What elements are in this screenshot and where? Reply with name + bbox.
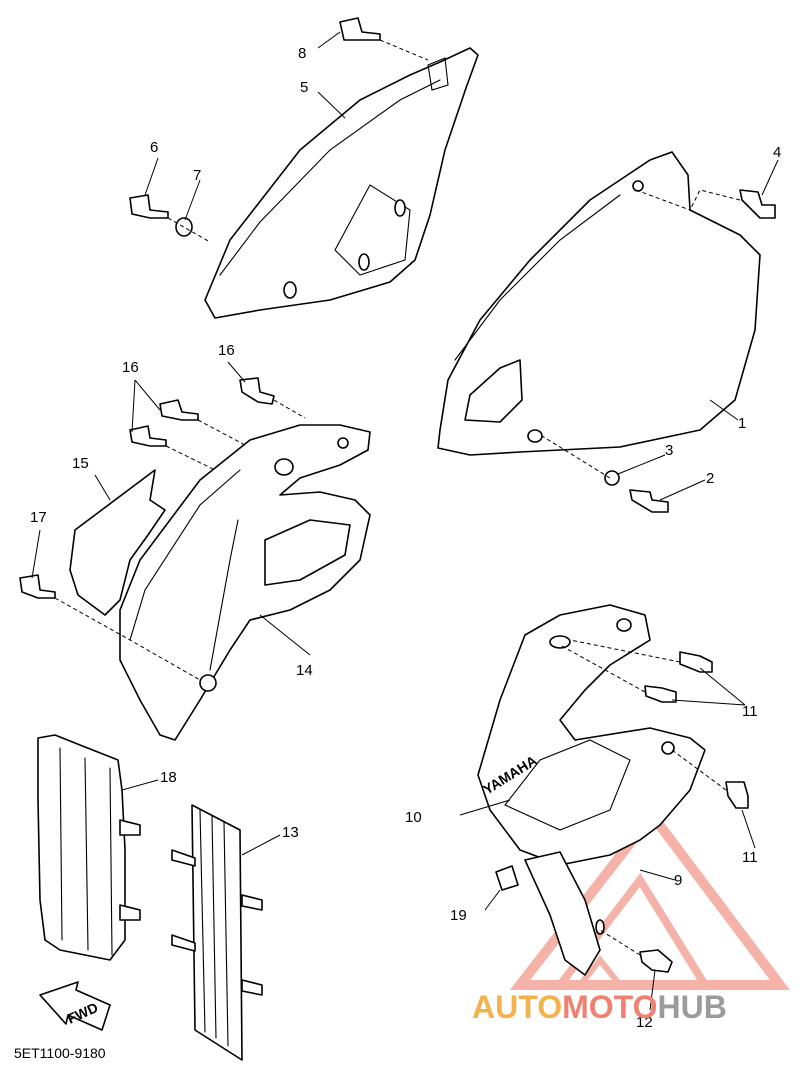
callout-12: 12 — [636, 1014, 653, 1031]
bolt-icon — [129, 425, 167, 447]
callout-4: 4 — [773, 144, 781, 161]
radiator-guard-left — [37, 734, 141, 961]
bolt-icon — [159, 399, 199, 421]
watermark-auto: AUTO — [472, 989, 562, 1025]
callout-16-left: 16 — [122, 359, 139, 376]
callout-15: 15 — [72, 455, 89, 472]
damper-sheet — [69, 469, 166, 616]
bolt-icon — [129, 194, 169, 219]
callout-2: 2 — [706, 470, 714, 487]
callout-6: 6 — [150, 139, 158, 156]
callout-13: 13 — [282, 824, 299, 841]
leader-lines — [31, 31, 779, 1011]
callout-18: 18 — [160, 769, 177, 786]
drawing-reference: 5ET1100-9180 — [14, 1045, 106, 1061]
bolt-icon — [19, 574, 56, 599]
callout-11-upper: 11 — [742, 703, 758, 720]
callout-5: 5 — [300, 79, 308, 96]
washer-icon — [175, 217, 193, 237]
fwd-arrow-icon: FWD — [39, 981, 111, 1031]
callout-19: 19 — [450, 907, 467, 924]
bolt-icon — [639, 949, 673, 973]
callout-9: 9 — [674, 872, 682, 889]
callout-10: 10 — [405, 809, 422, 826]
bolt-icon — [339, 17, 381, 41]
callout-16-right: 16 — [218, 342, 235, 359]
callout-3: 3 — [665, 442, 673, 459]
callout-1: 1 — [738, 415, 746, 432]
radiator-shroud-right: YAMAHA — [477, 604, 706, 976]
bolt-icon — [725, 781, 749, 809]
radiator-guard-right — [171, 804, 263, 1061]
washer-icon — [604, 470, 620, 486]
number-plate-right — [437, 151, 761, 456]
side-cover-upper — [204, 47, 479, 319]
callout-11-lower: 11 — [742, 849, 758, 866]
callout-7: 7 — [193, 167, 201, 184]
bolt-icon — [629, 489, 669, 513]
assembly-lines — [54, 39, 741, 956]
callout-8: 8 — [298, 45, 306, 62]
watermark-text: AUTOMOTOHUB — [472, 989, 727, 1025]
watermark-moto: MOTO — [562, 989, 657, 1025]
bolt-icon — [239, 377, 275, 405]
bolt-icon — [739, 189, 776, 219]
bolt-icon — [644, 685, 677, 703]
clip-part — [495, 865, 519, 891]
bolt-icon — [679, 651, 713, 673]
radiator-shroud-left — [119, 424, 371, 741]
watermark-hub: HUB — [657, 989, 726, 1025]
callout-14: 14 — [296, 662, 313, 679]
callout-17: 17 — [30, 509, 47, 526]
